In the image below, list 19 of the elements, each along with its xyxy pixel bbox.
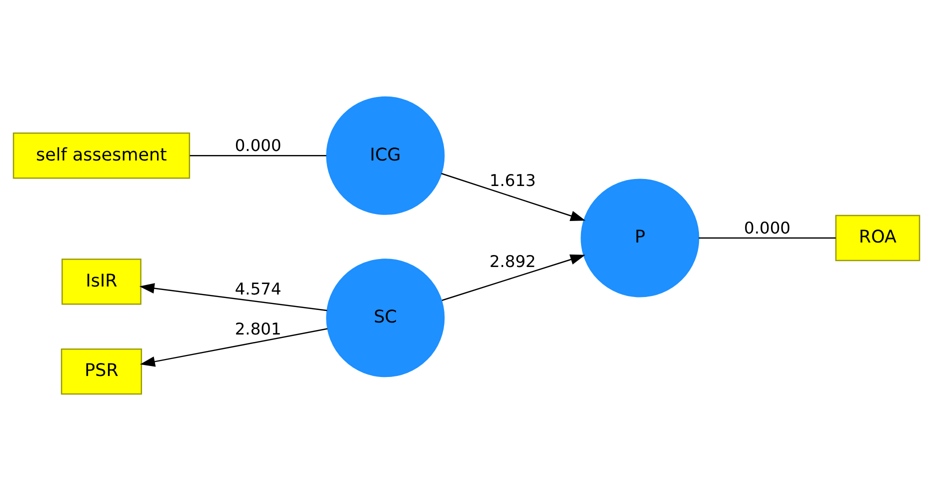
connector xyxy=(698,237,836,239)
arrow xyxy=(140,328,328,367)
node-box: PSR xyxy=(60,348,142,395)
connector xyxy=(190,155,326,156)
node-box: IsIR xyxy=(62,258,142,305)
edge-label: 0.000 xyxy=(234,136,282,156)
arrow xyxy=(442,254,586,301)
edge-label: 2.892 xyxy=(489,252,536,272)
edge-label: 1.613 xyxy=(489,171,536,190)
edge-label: 4.574 xyxy=(234,280,282,299)
arrow xyxy=(441,172,586,221)
node-circle: ICG xyxy=(326,96,445,215)
node-box: ROA xyxy=(835,214,920,262)
node-circle: SC xyxy=(326,258,445,378)
edge-label: 0.000 xyxy=(744,218,790,238)
node-circle: P xyxy=(580,178,700,298)
edge-label: 2.801 xyxy=(234,320,282,339)
arrow xyxy=(139,283,328,312)
node-box: self assesment xyxy=(12,132,190,179)
